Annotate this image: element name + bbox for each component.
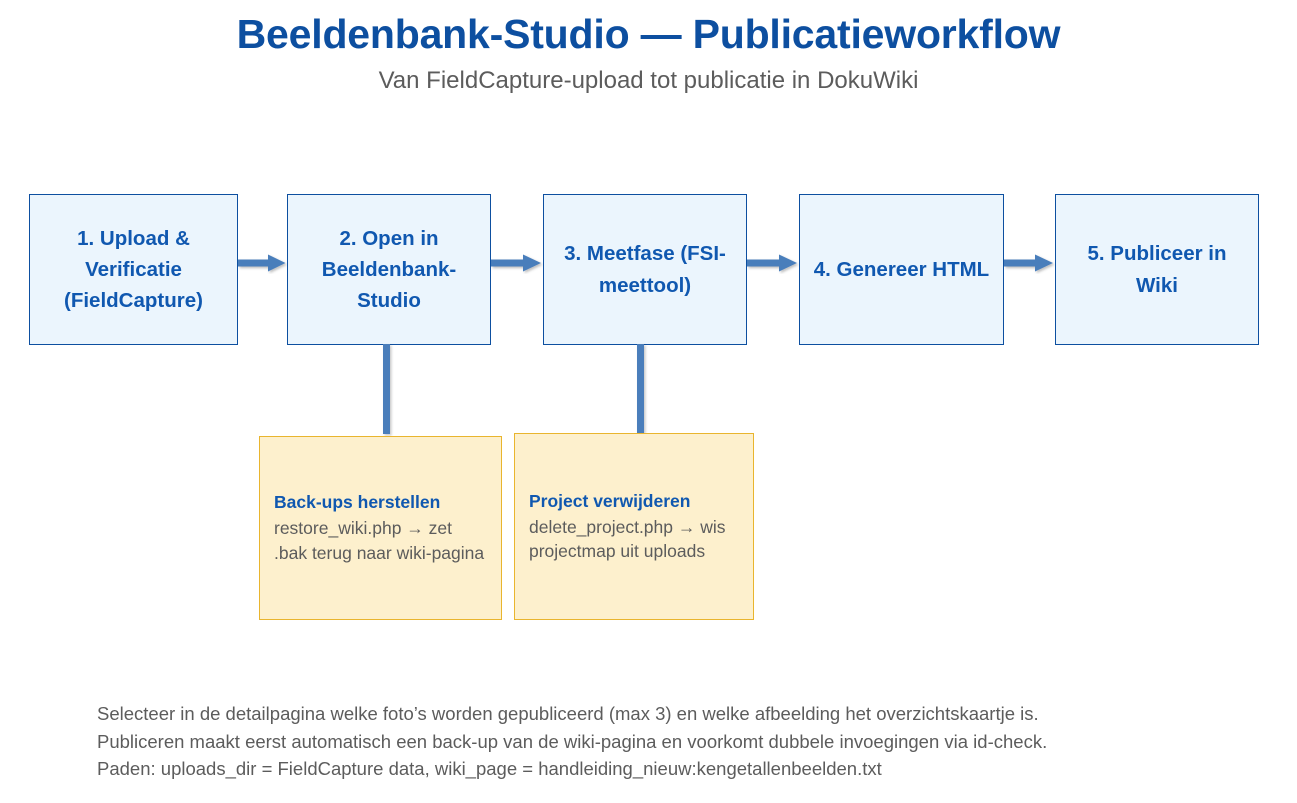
- note-backups-herstellen[interactable]: Back-ups herstellen restore_wiki.php → z…: [259, 436, 502, 620]
- flow-step-5[interactable]: 5. Publiceer in Wiki: [1055, 194, 1259, 345]
- flow-step-3[interactable]: 3. Meetfase (FSI-meettool): [543, 194, 747, 345]
- footer-line-2: Publiceren maakt eerst automatisch een b…: [97, 730, 1048, 752]
- page-subtitle: Van FieldCapture-upload tot publicatie i…: [378, 67, 919, 95]
- flow-step-1[interactable]: 1. Upload & Verificatie (FieldCapture): [29, 194, 238, 345]
- footer-line-3: Paden: uploads_dir = FieldCapture data, …: [97, 758, 882, 780]
- flow-step-3-label: 3. Meetfase (FSI-meettool): [564, 242, 726, 297]
- page-header: Beeldenbank-Studio — Publicatieworkflow …: [0, 10, 1297, 96]
- connector-step3-to-note-delete: [637, 344, 644, 433]
- arrow-step1-to-step2: [238, 252, 287, 274]
- page-title: Beeldenbank-Studio — Publicatieworkflow: [236, 11, 1061, 57]
- flow-step-4-label: 4. Genereer HTML: [813, 257, 990, 281]
- arrow-step2-to-step3: [491, 252, 543, 274]
- footer-notes: Selecteer in de detailpagina welke foto’…: [97, 700, 1207, 783]
- note-backups-title: Back-ups herstellen: [274, 492, 441, 513]
- note-delete-title: Project verwijderen: [529, 490, 691, 511]
- note-project-verwijderen[interactable]: Project verwijderen delete_project.php →…: [514, 433, 754, 620]
- flow-step-1-label: 1. Upload & Verificatie (FieldCapture): [64, 226, 203, 313]
- flow-step-2-label: 2. Open in Beeldenbank-Studio: [321, 226, 457, 313]
- footer-line-1: Selecteer in de detailpagina welke foto’…: [97, 703, 1039, 724]
- connector-step2-to-note-backups: [383, 344, 390, 434]
- flow-step-5-label: 5. Publiceer in Wiki: [1087, 242, 1227, 297]
- arrow-step4-to-step5: [1004, 252, 1055, 274]
- flow-step-4[interactable]: 4. Genereer HTML: [799, 194, 1004, 345]
- note-delete-body: delete_project.php → wis projectmap uit …: [529, 516, 726, 562]
- flow-step-2[interactable]: 2. Open in Beeldenbank-Studio: [287, 194, 491, 345]
- arrow-step3-to-step4: [747, 252, 799, 274]
- note-backups-body: restore_wiki.php → zet .bak terug naar w…: [274, 518, 485, 563]
